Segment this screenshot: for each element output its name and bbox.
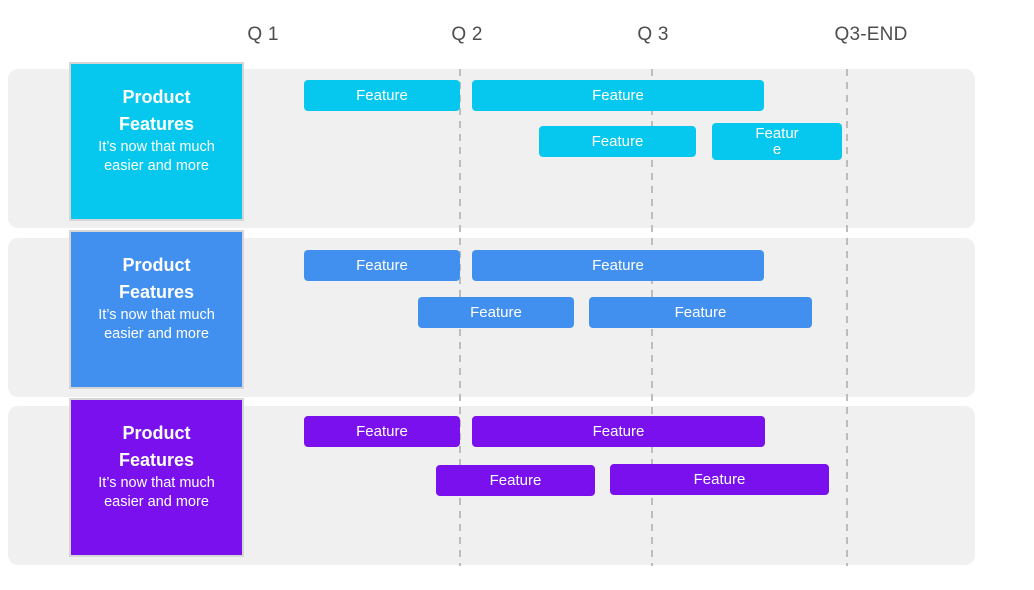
feature-bar[interactable]: Feature — [304, 80, 460, 111]
feature-bar[interactable]: Feature — [610, 464, 829, 495]
lane-title: Product Features — [118, 87, 195, 134]
feature-bar[interactable]: Feature — [436, 465, 595, 496]
feature-bar[interactable]: Feature — [712, 123, 842, 160]
axis-tick-label-q2: Q 2 — [451, 24, 483, 45]
axis-tick-label-q3-end: Q3-END — [834, 24, 908, 45]
lane-1-label-card[interactable]: Product Features It’s now that much easi… — [69, 62, 244, 221]
lane-subtitle: It’s now that much easier and more — [98, 475, 215, 510]
feature-bar-label: Feature — [755, 124, 799, 158]
lane-2-label-card[interactable]: Product Features It’s now that much easi… — [69, 230, 244, 389]
lane-title: Product Features — [118, 423, 195, 470]
feature-bar[interactable]: Feature — [418, 297, 574, 328]
feature-bar[interactable]: Feature — [472, 416, 765, 447]
lane-3-label-card[interactable]: Product Features It’s now that much easi… — [69, 398, 244, 557]
lane-title: Product Features — [118, 255, 195, 302]
lane-subtitle: It’s now that much easier and more — [98, 307, 215, 342]
feature-bar[interactable]: Feature — [472, 250, 764, 281]
feature-bar[interactable]: Feature — [539, 126, 696, 157]
feature-bar[interactable]: Feature — [589, 297, 812, 328]
feature-bar[interactable]: Feature — [304, 416, 460, 447]
gridline-q3-end — [846, 69, 848, 566]
feature-bar[interactable]: Feature — [304, 250, 460, 281]
feature-bar[interactable]: Feature — [472, 80, 764, 111]
axis-tick-label-q1: Q 1 — [247, 24, 279, 45]
lane-subtitle: It’s now that much easier and more — [98, 139, 215, 174]
axis-tick-label-q3: Q 3 — [637, 24, 669, 45]
